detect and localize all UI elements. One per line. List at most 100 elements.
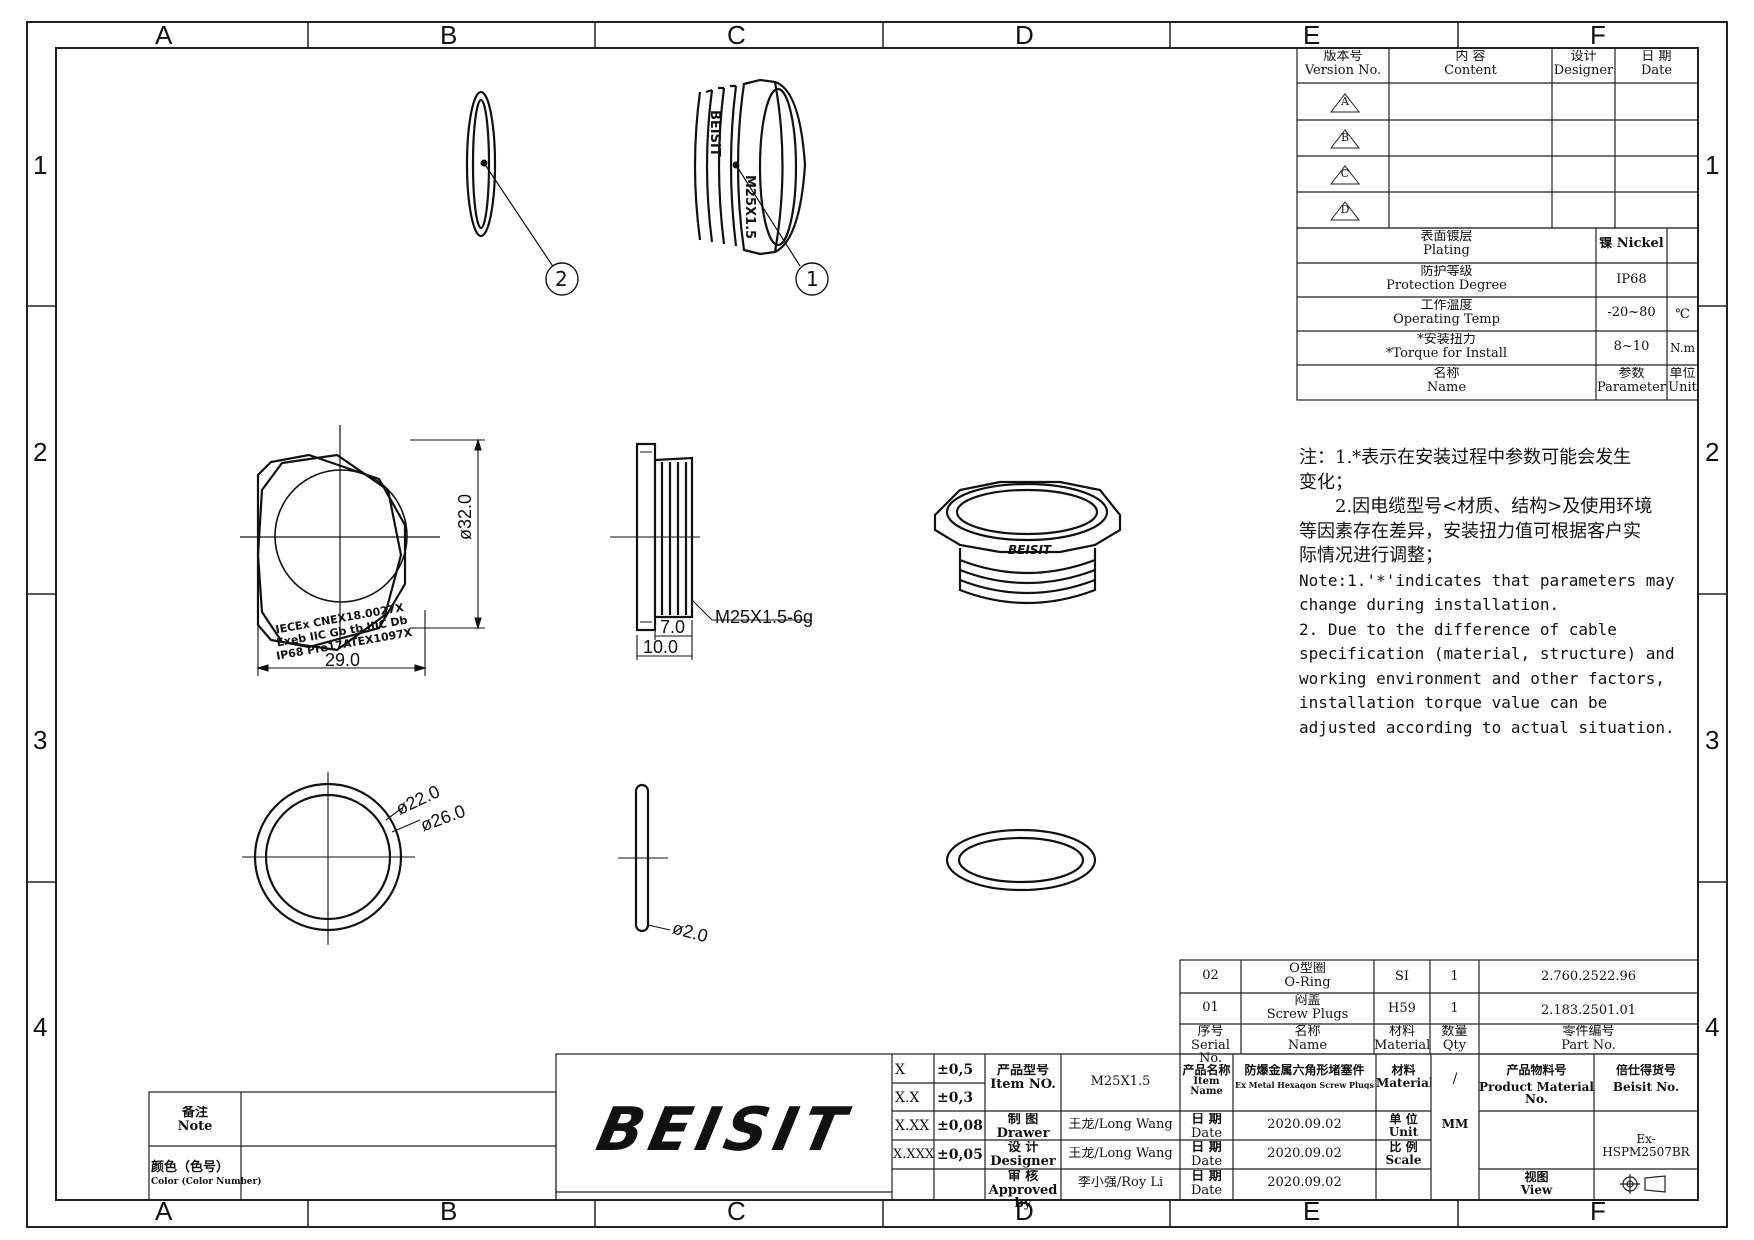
param-value-plating: 镍 Nickel <box>1599 237 1664 251</box>
zone-col-D-bottom: D <box>1015 1196 1034 1226</box>
bom-material-01: H59 <box>1388 1002 1416 1016</box>
zone-row-4-right: 4 <box>1705 1012 1720 1042</box>
zone-row-2-right: 2 <box>1705 437 1720 467</box>
param-value-torque: 8~10 <box>1613 340 1650 354</box>
note-en-line-3: 2. Due to the difference of cable <box>1299 619 1617 639</box>
note-en-line-1: Note:1.'*'indicates that parameters may <box>1299 570 1675 590</box>
3d-brand-mark: BEISIT <box>1008 543 1052 557</box>
param-unit-torque: N.m <box>1670 342 1695 355</box>
iso-brand-mark: BEISIT <box>707 110 722 157</box>
balloon-2-circle <box>545 262 579 296</box>
bom-serial-01: 01 <box>1202 1001 1219 1015</box>
drawer-value: 王龙/Long Wang <box>1068 1118 1173 1132</box>
oring-3d-view <box>945 828 1097 892</box>
approved-value: 李小强/Roy Li <box>1077 1176 1164 1190</box>
designer-value: 王龙/Long Wang <box>1068 1147 1173 1161</box>
oring-isometric <box>465 90 497 238</box>
hex-front-view <box>240 425 440 652</box>
zone-row-4: 4 <box>33 1012 48 1042</box>
note-cn-line-4: 等因素存在差异，安装扭力值可根据客户实 <box>1299 520 1641 542</box>
color-label-en: Color (Color Number) <box>151 1177 262 1187</box>
iso-thread-mark: M25X1.5 <box>742 175 757 240</box>
revision-triangles <box>1329 93 1361 221</box>
param-value-temp: -20~80 <box>1607 306 1656 320</box>
projection-symbol-icon <box>1620 1174 1666 1194</box>
outer-frame <box>26 21 1728 1228</box>
note-en-line-4: specification (material, structure) and <box>1299 644 1675 663</box>
leader-line-2 <box>483 162 555 269</box>
zone-col-F: F <box>1590 20 1606 50</box>
dim-thread-spec: M25X1.5-6g <box>715 607 814 627</box>
tol-value-xxx: ±0,08 <box>937 1118 983 1134</box>
oring-front-view <box>242 772 421 945</box>
note-en-line-7: adjusted according to actual situation. <box>1299 717 1675 737</box>
tol-value-x: ±0,5 <box>937 1062 974 1078</box>
zone-row-1: 1 <box>33 150 48 180</box>
oring-side-view <box>618 783 671 933</box>
date-value-2: 2020.09.02 <box>1267 1147 1342 1161</box>
note-cn-line-5: 际情况进行调整； <box>1299 545 1443 566</box>
title-block-lines <box>148 1053 1699 1201</box>
zone-ticks <box>27 22 1727 1227</box>
zone-col-E: E <box>1303 20 1321 50</box>
param-value-protection: IP68 <box>1616 273 1647 287</box>
balloon-2-label: 2 <box>555 267 568 291</box>
beisit-no-value: Ex-HSPM2507BR <box>1602 1133 1690 1159</box>
note-cn-line-2: 变化； <box>1299 471 1353 493</box>
rev-version-C: C <box>1340 168 1350 180</box>
bom-qty-01: 1 <box>1450 1002 1459 1016</box>
leader-line-1 <box>735 164 801 267</box>
zone-col-C: C <box>727 20 746 50</box>
tol-format-xx: X.X <box>895 1090 920 1106</box>
plug-3d-view <box>933 480 1122 605</box>
item-no-value: M25X1.5 <box>1090 1075 1151 1089</box>
bom-material-02: SI <box>1394 970 1410 984</box>
bom-qty-02: 1 <box>1450 970 1459 984</box>
param-table-lines <box>1296 227 1699 401</box>
zone-col-B: B <box>440 20 458 50</box>
dim-total-length: 10.0 <box>643 637 679 657</box>
zone-col-E-bottom: E <box>1303 1196 1321 1226</box>
tol-format-xxxx: X.XXX <box>893 1147 935 1162</box>
zone-row-3: 3 <box>33 725 48 755</box>
zone-row-2: 2 <box>33 437 48 467</box>
color-label-cn: 颜色（色号） <box>151 1160 230 1175</box>
param-unit-temp: ℃ <box>1675 308 1690 322</box>
beisit-logo: BEISIT <box>590 1095 858 1165</box>
bom-partno-01: 2.183.2501.01 <box>1540 1004 1637 1018</box>
date-value-1: 2020.09.02 <box>1267 1118 1342 1132</box>
note-en-line-5: working environment and other factors, <box>1299 668 1666 688</box>
material-value: / <box>1452 1072 1458 1087</box>
tol-value-xx: ±0,3 <box>937 1090 974 1106</box>
tol-format-x: X <box>895 1062 905 1078</box>
